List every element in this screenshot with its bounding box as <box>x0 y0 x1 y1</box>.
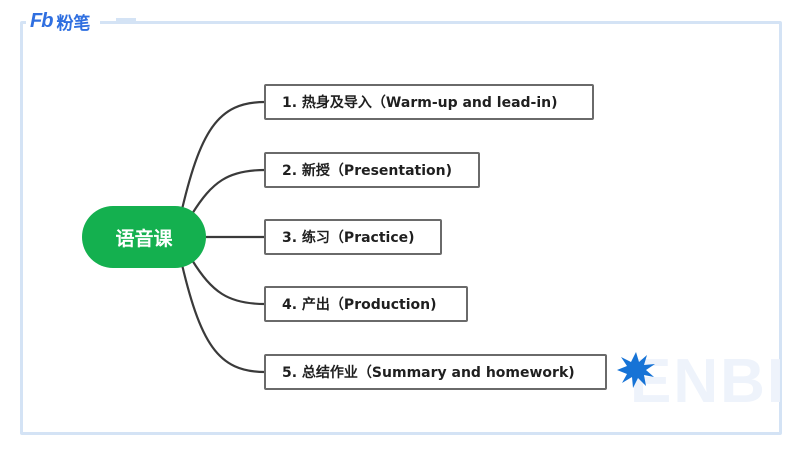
branch-label-2: 2. 新授（Presentation) <box>282 163 453 179</box>
branch-label-4: 4. 产出（Production) <box>282 297 437 313</box>
branch-node-5: 5. 总结作业（Summary and homework) <box>264 354 607 390</box>
watermark-text: ENBI <box>630 347 787 416</box>
branch-node-3: 3. 练习（Practice) <box>264 219 442 255</box>
brand-name: 粉笔 <box>56 13 91 34</box>
branch-node-4: 4. 产出（Production) <box>264 286 468 322</box>
slide-frame <box>20 21 782 435</box>
branch-label-3: 3. 练习（Practice) <box>282 230 415 246</box>
connector-2 <box>191 168 266 215</box>
brand-mark: Fb <box>30 9 53 32</box>
connector-1 <box>178 100 266 219</box>
center-node: 语音课 <box>82 206 206 268</box>
branch-node-1: 1. 热身及导入（Warm-up and lead-in) <box>264 84 594 120</box>
connector-4 <box>191 259 266 306</box>
branch-label-1: 1. 热身及导入（Warm-up and lead-in) <box>282 95 558 111</box>
connector-5 <box>178 255 266 374</box>
brand-logo: Fb 粉笔 <box>26 8 101 34</box>
branch-label-5: 5. 总结作业（Summary and homework) <box>282 365 575 381</box>
header-divider <box>116 18 136 21</box>
center-node-label: 语音课 <box>115 227 173 250</box>
branch-node-2: 2. 新授（Presentation) <box>264 152 480 188</box>
starburst-icon <box>617 352 655 388</box>
